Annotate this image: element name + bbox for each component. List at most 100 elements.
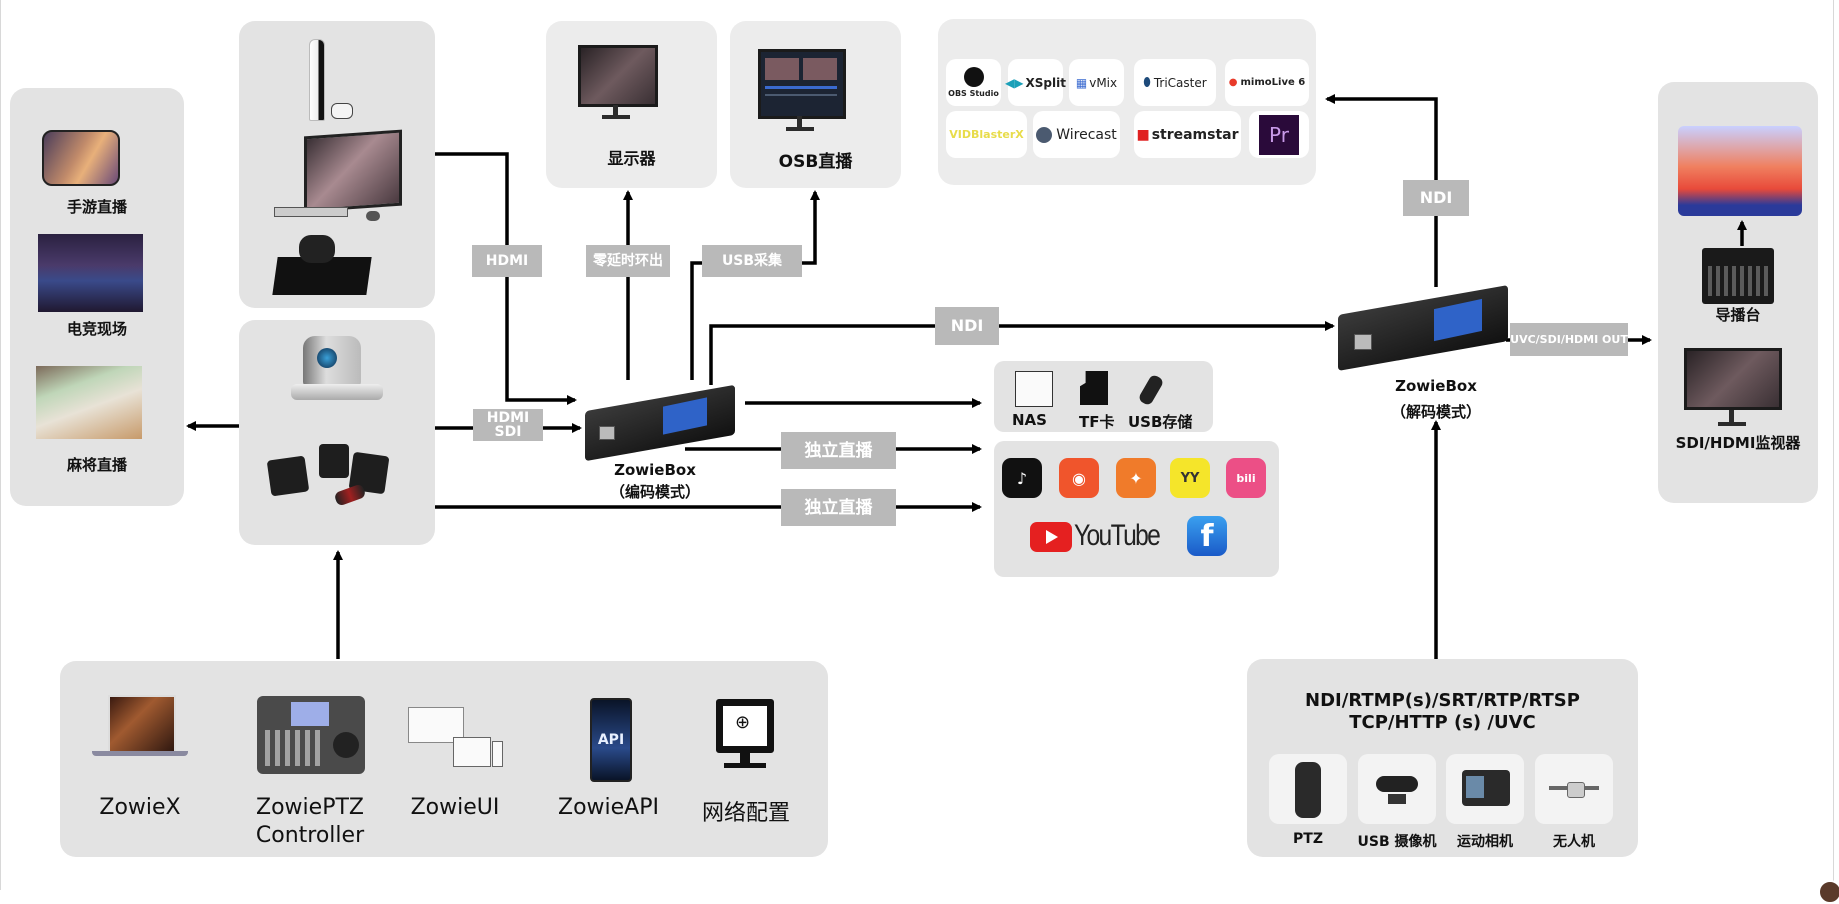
control-label-2: Controller — [255, 823, 365, 848]
input-label-ptz: PTZ — [1293, 831, 1323, 847]
control-label: ZowieAPI — [558, 795, 659, 820]
esports-thumbnail — [38, 234, 143, 312]
network-config-stand — [740, 753, 750, 763]
broadcast-screen-thumbnail — [1678, 126, 1802, 216]
wire-hdmi — [435, 152, 577, 405]
monitor-base — [602, 115, 630, 119]
storage-panel: NAS TF卡 USB存储 — [994, 361, 1213, 432]
control-label: ZowiePTZ — [256, 795, 364, 820]
software-card-streamstar: ■streamstar — [1134, 111, 1241, 158]
keyboard-icon — [274, 207, 348, 217]
pc-monitor-icon — [304, 129, 402, 213]
scenario-label: 麻将直播 — [66, 456, 127, 474]
input-tile-ptz — [1269, 754, 1347, 824]
scenario-label: 电竞现场 — [66, 320, 127, 338]
decoder-name: ZowieBox — [1395, 377, 1477, 395]
youtube-wordmark: YouTube — [1074, 519, 1161, 552]
monitor-icon — [578, 45, 658, 107]
bilibili-icon: bili — [1226, 458, 1266, 498]
tag-ndi-main: NDI — [935, 307, 999, 345]
youtube-play-icon — [1030, 522, 1072, 552]
mahjong-thumbnail — [36, 366, 142, 439]
kuaishou-icon: ◉ — [1059, 458, 1099, 498]
sdi-monitor-label: SDI/HDMI监视器 — [1675, 434, 1801, 452]
tag-zero-latency: 零延时环出 — [586, 245, 670, 277]
monitor-stand — [797, 116, 802, 128]
network-config-base — [724, 763, 766, 768]
control-label: ZowieUI — [410, 795, 500, 820]
tag-usb-capture: USB采集 — [702, 245, 802, 277]
game-sources-panel — [239, 21, 435, 308]
streamstar-logo-icon: ■ — [1136, 126, 1150, 143]
avatar[interactable] — [1818, 880, 1839, 904]
input-label-usb-camera: USB 摄像机 — [1357, 834, 1437, 850]
input-tile-usb-camera — [1358, 754, 1436, 824]
input-tile-action-camera — [1446, 754, 1524, 824]
tricaster-logo-icon: ⬮ — [1143, 75, 1151, 89]
box-camera-icon — [266, 455, 310, 497]
api-phone-icon: API — [590, 698, 632, 782]
decoder-mode: （解码模式） — [1390, 403, 1481, 421]
wire-usb-capture — [690, 190, 820, 380]
monitor-stand — [1729, 410, 1734, 422]
osb-label: OSB直播 — [778, 152, 853, 172]
left-border — [0, 0, 1, 890]
mouse-icon — [366, 211, 380, 221]
scenario-label: 手游直播 — [66, 198, 127, 216]
ptz-controller-icon — [257, 696, 365, 774]
platforms-panel: ♪ ◉ ✦ YY bili YouTube f — [994, 441, 1279, 577]
network-inputs-panel: NDI/RTMP(s)/SRT/RTP/RTSP TCP/HTTP (s) /U… — [1247, 659, 1638, 857]
facebook-icon: f — [1187, 516, 1227, 556]
ptz-lens-icon — [317, 348, 337, 368]
box-camera-icon — [319, 444, 349, 478]
ethernet-port — [1354, 334, 1372, 350]
zoom-lens-icon — [333, 483, 367, 507]
software-card-tricaster: ⬮TriCaster — [1134, 59, 1216, 106]
yy-icon: YY — [1170, 458, 1210, 498]
camera-sources-panel — [239, 320, 435, 545]
tag-output: UVC/SDI/HDMI OUT — [1510, 323, 1628, 356]
laptop-base — [92, 751, 188, 756]
scenarios-panel: 手游直播 电竞现场 麻将直播 — [10, 88, 184, 506]
mimolive-logo-icon: ● — [1228, 77, 1238, 88]
encoder-mode: （编码模式） — [609, 483, 700, 501]
monitor-base — [1718, 422, 1746, 426]
switcher-label: 导播台 — [1715, 306, 1761, 324]
wirecast-logo-icon — [1036, 126, 1053, 143]
usb-drive-icon — [1137, 373, 1165, 407]
vmix-logo-icon: ▦ — [1075, 75, 1088, 90]
monitor-stand — [613, 105, 618, 115]
control-panel: ZowieX ZowiePTZ Controller ZowieUI API Z… — [60, 661, 828, 857]
tablet-ui-icon — [453, 737, 491, 767]
ptz-base-icon — [291, 384, 383, 400]
monitor-output-panel: 显示器 — [546, 21, 717, 188]
right-scrollbar-track[interactable] — [1833, 0, 1834, 890]
encoder-name: ZowieBox — [614, 461, 696, 479]
zowiebox-decoder — [1338, 285, 1508, 371]
software-card-premiere: Pr — [1249, 111, 1309, 158]
storage-label-usb: USB存储 — [1128, 413, 1193, 431]
sdi-monitor-icon — [1684, 348, 1782, 410]
globe-icon: ⊕ — [735, 712, 751, 733]
protocols-line-2: TCP/HTTP (s) /UVC — [1349, 712, 1536, 733]
ps5-console-icon — [309, 39, 325, 121]
software-card-vmix: ▦vMix — [1069, 59, 1124, 106]
ethernet-port — [599, 426, 615, 440]
laptop-icon — [108, 695, 176, 753]
monitor-label: 显示器 — [607, 149, 656, 168]
zowiebox-encoder — [585, 384, 745, 462]
tag-hdmi-sdi: HDMI SDI — [473, 409, 543, 441]
tag-hdmi: HDMI — [472, 245, 542, 277]
protocols-line-1: NDI/RTMP(s)/SRT/RTP/RTSP — [1305, 690, 1580, 711]
input-tile-drone — [1535, 754, 1613, 824]
control-label: ZowieX — [99, 795, 181, 820]
tag-ndi-up: NDI — [1403, 180, 1469, 216]
usb-webcam-icon — [1376, 776, 1418, 792]
storage-label-nas: NAS — [1012, 411, 1047, 429]
input-label-action-camera: 运动相机 — [1457, 834, 1513, 850]
mobile-game-thumbnail — [42, 130, 120, 186]
tag-standalone-stream-1: 独立直播 — [781, 432, 896, 469]
phone-ui-icon — [492, 741, 503, 767]
monitor-base — [786, 127, 814, 131]
control-label: 网络配置 — [701, 801, 790, 826]
